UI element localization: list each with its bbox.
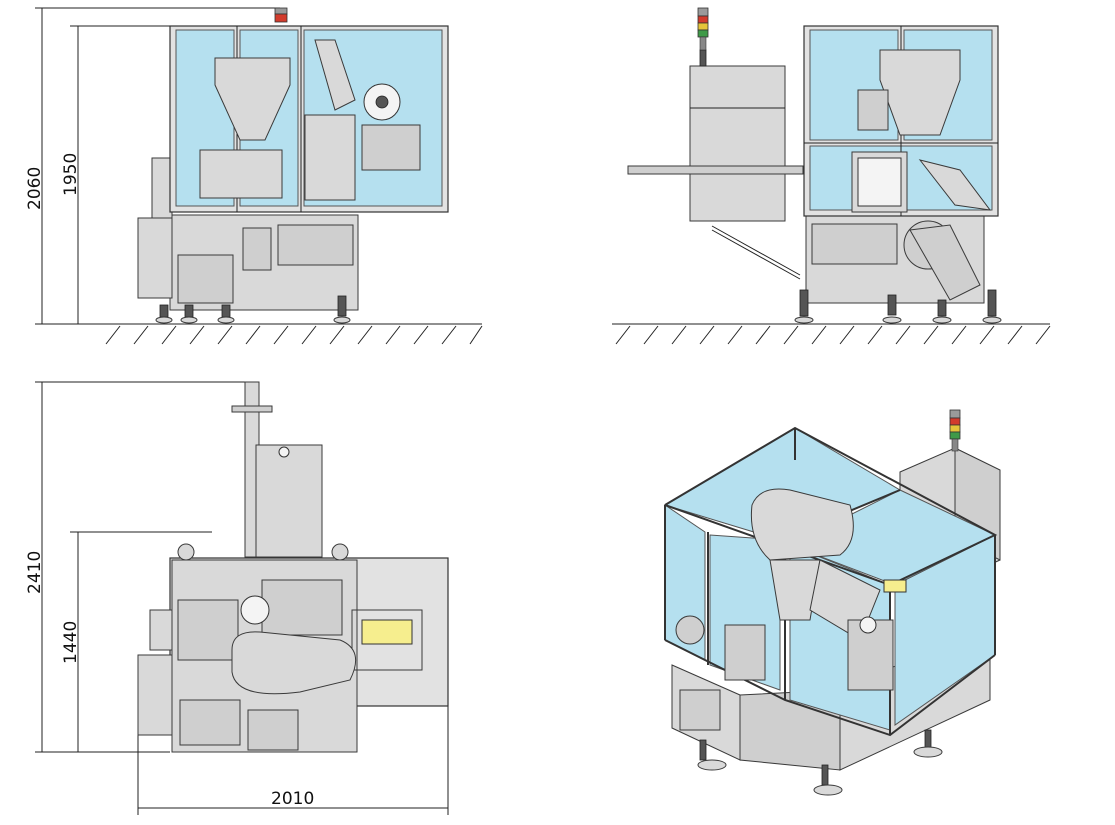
side-ground (612, 323, 1051, 345)
top-dimension-lines (35, 381, 449, 815)
top-view: 2410 1440 2010 (25, 381, 449, 815)
front-beacon (274, 7, 288, 23)
iso-beacon (949, 409, 961, 452)
front-view: 2060 1950 (25, 7, 483, 345)
side-guard (803, 25, 999, 217)
side-view (612, 7, 1051, 345)
dimension-label-2060: 2060 (25, 167, 45, 210)
dimension-label-2410: 2410 (25, 551, 45, 594)
dimension-label-1950: 1950 (61, 153, 81, 196)
dimension-label-1440: 1440 (61, 621, 81, 664)
top-cabinet (231, 381, 323, 558)
dimension-label-2010: 2010 (271, 789, 314, 809)
side-machine-base (794, 214, 1002, 324)
side-cabinet (627, 49, 804, 280)
top-frame (137, 543, 449, 753)
isometric-view (663, 409, 1001, 796)
iso-guard (663, 426, 998, 737)
side-beacon (697, 7, 709, 51)
front-guard (169, 25, 449, 213)
front-machine-base (137, 157, 359, 324)
front-dimension-lines (35, 7, 280, 325)
front-ground (100, 323, 483, 345)
